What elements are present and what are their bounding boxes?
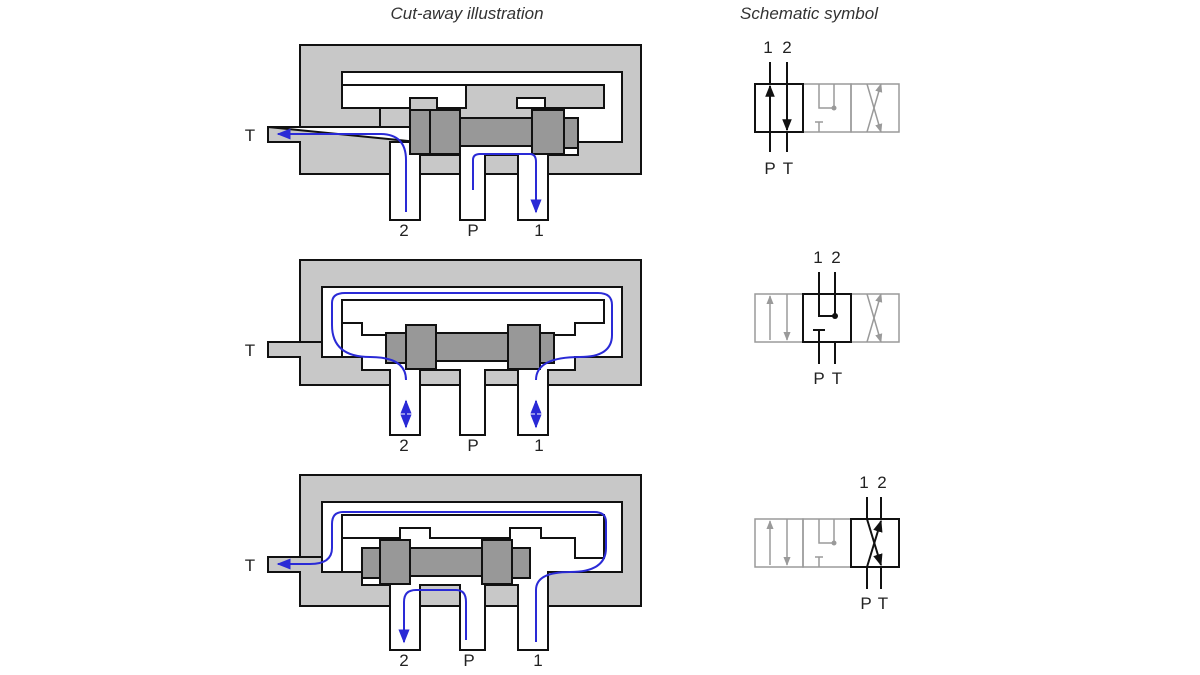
flow-arrow-1-to-t [276,511,607,642]
schematic-label-t: T [878,594,888,613]
spool-land-left-inner [429,109,461,155]
port-label-t: T [245,556,255,575]
schematic-label-p: P [764,159,775,178]
flow-arrow-2-to-t [276,128,407,212]
port-label-1: 1 [534,221,543,240]
envelope-right-inactive [850,83,900,133]
spool-land-right [507,324,541,370]
envelope-left-active [754,83,804,133]
cutaway-position-1: T 2 P 1 [245,44,642,240]
spool-land-left [409,109,431,155]
schematic-label-p: P [813,369,824,388]
envelope-center-active [802,293,852,343]
schematic-label-2: 2 [831,248,840,267]
schematic-label-2: 2 [877,473,886,492]
port-label-2: 2 [399,436,408,455]
schematic-position-3: 1 2 P T [754,473,900,613]
envelope-right-inactive [850,293,900,343]
spool-land-right-cap [511,547,531,579]
spool-land-left [379,539,411,585]
spool-land-right [481,539,513,585]
port-label-p: P [467,221,478,240]
port-label-2: 2 [399,651,408,670]
spool-land-right [531,109,565,155]
port-label-t: T [245,126,255,145]
port-label-1: 1 [533,651,542,670]
schematic-position-1: 1 2 P T [754,38,900,178]
spool-land-left-cap [361,547,381,579]
envelope-left-inactive [754,518,804,568]
envelope-left-inactive [754,293,804,343]
port-label-p: P [463,651,474,670]
flow-arrow-p-to-2 [398,589,467,644]
port-label-t: T [245,341,255,360]
arrow-1-to-t [866,518,883,567]
blocked-path-symbol [815,519,835,567]
schematic-header: Schematic symbol [740,4,879,23]
schematic-label-1: 1 [813,248,822,267]
cutaway-position-3: T 2 P 1 [245,474,642,670]
port-label-2: 2 [399,221,408,240]
schematic-label-t: T [832,369,842,388]
port-label-p: P [467,436,478,455]
schematic-label-t: T [783,159,793,178]
schematic-position-2: 1 2 P T [754,248,900,388]
cutaway-position-2: T 2 P 1 [245,259,642,455]
schematic-label-p: P [860,594,871,613]
blocked-path-symbol [815,84,835,132]
spool-land-right-cap [563,117,579,149]
schematic-label-1: 1 [859,473,868,492]
blocked-path-symbol [813,294,836,342]
cutaway-header: Cut-away illustration [390,4,543,23]
envelope-right-active [850,518,900,568]
port-label-1: 1 [534,436,543,455]
flow-arrow-p-to-1 [472,153,542,214]
schematic-label-2: 2 [782,38,791,57]
spool-land-right-cap [539,332,555,364]
flow-loop [331,292,613,381]
spool-land-left [405,324,437,370]
schematic-label-1: 1 [763,38,772,57]
